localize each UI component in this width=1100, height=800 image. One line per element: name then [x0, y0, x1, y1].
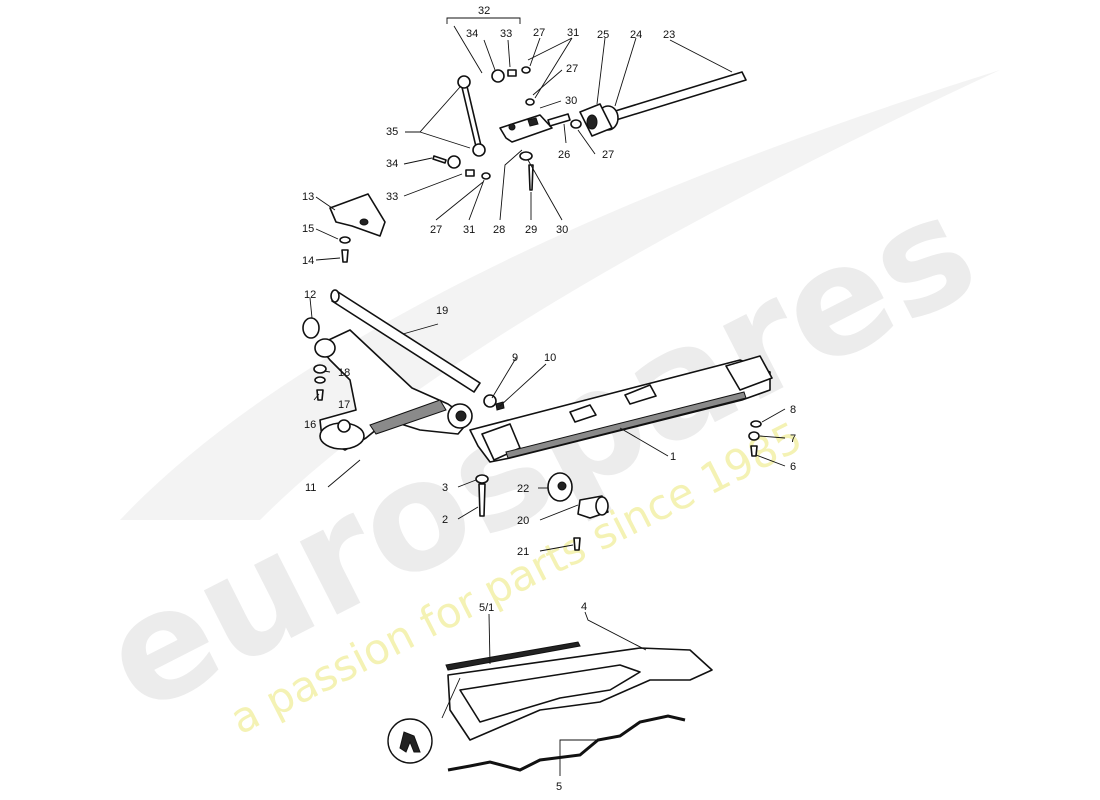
profile-seal	[447, 714, 686, 772]
callout-6: 6	[790, 461, 796, 473]
callout-20: 20	[517, 515, 529, 527]
watermark-swoosh	[120, 70, 1000, 520]
callout-35: 35	[386, 126, 398, 138]
callout-23: 23	[663, 29, 675, 41]
callout-14: 14	[302, 255, 314, 267]
torsion-bar	[611, 71, 747, 121]
drop-link	[460, 81, 483, 152]
callout-33-top: 33	[500, 28, 512, 40]
mounting-bracket	[329, 193, 386, 237]
callout-10: 10	[544, 352, 556, 364]
callout-8: 8	[790, 404, 796, 416]
callout-labels: 32 34 33 27 31 25 24 23 27 30 35 26 27 3…	[302, 5, 796, 793]
callout-7: 7	[790, 433, 796, 445]
callout-9: 9	[512, 352, 518, 364]
callout-2: 2	[442, 514, 448, 526]
clamp	[499, 114, 553, 143]
callout-4: 4	[581, 601, 587, 613]
callout-27-bottom: 27	[430, 224, 442, 236]
callout-15: 15	[302, 223, 314, 235]
callout-31-bottom: 31	[463, 224, 475, 236]
callout-30-top: 30	[565, 95, 577, 107]
callout-1: 1	[670, 451, 676, 463]
callout-22: 22	[517, 483, 529, 495]
callout-25: 25	[597, 29, 609, 41]
skid-plate-assembly	[387, 641, 713, 772]
callout-11: 11	[305, 482, 316, 494]
callout-21: 21	[517, 546, 529, 558]
callout-17: 17	[338, 399, 350, 411]
callout-30-bottom: 30	[556, 224, 568, 236]
callout-3: 3	[442, 482, 448, 494]
callout-26: 26	[558, 149, 570, 161]
callout-27-right: 27	[602, 149, 614, 161]
watermark: eurospares a passion for parts since 198…	[77, 70, 1001, 747]
pin	[547, 113, 571, 127]
callout-34-top: 34	[466, 28, 478, 40]
seal-strip	[445, 641, 581, 671]
callout-5-1: 5/1	[479, 602, 494, 614]
callout-31-top: 31	[567, 27, 579, 39]
callout-34-left: 34	[386, 158, 398, 170]
callout-12: 12	[304, 289, 316, 301]
stabilizer-assembly	[329, 66, 747, 263]
callout-27-mid: 27	[566, 63, 578, 75]
callout-19: 19	[436, 305, 448, 317]
callout-24: 24	[630, 29, 642, 41]
callout-5: 5	[556, 781, 562, 793]
callout-13: 13	[302, 191, 314, 203]
callout-28: 28	[493, 224, 505, 236]
leader-lines	[309, 17, 786, 776]
callout-33-left: 33	[386, 191, 398, 203]
callout-27-top: 27	[533, 27, 545, 39]
bolt	[528, 164, 534, 191]
cap	[302, 317, 320, 339]
callout-32: 32	[478, 5, 490, 17]
callout-29: 29	[525, 224, 537, 236]
callout-16: 16	[304, 419, 316, 431]
callout-18: 18	[338, 367, 350, 379]
front-axle-assembly	[302, 289, 773, 551]
